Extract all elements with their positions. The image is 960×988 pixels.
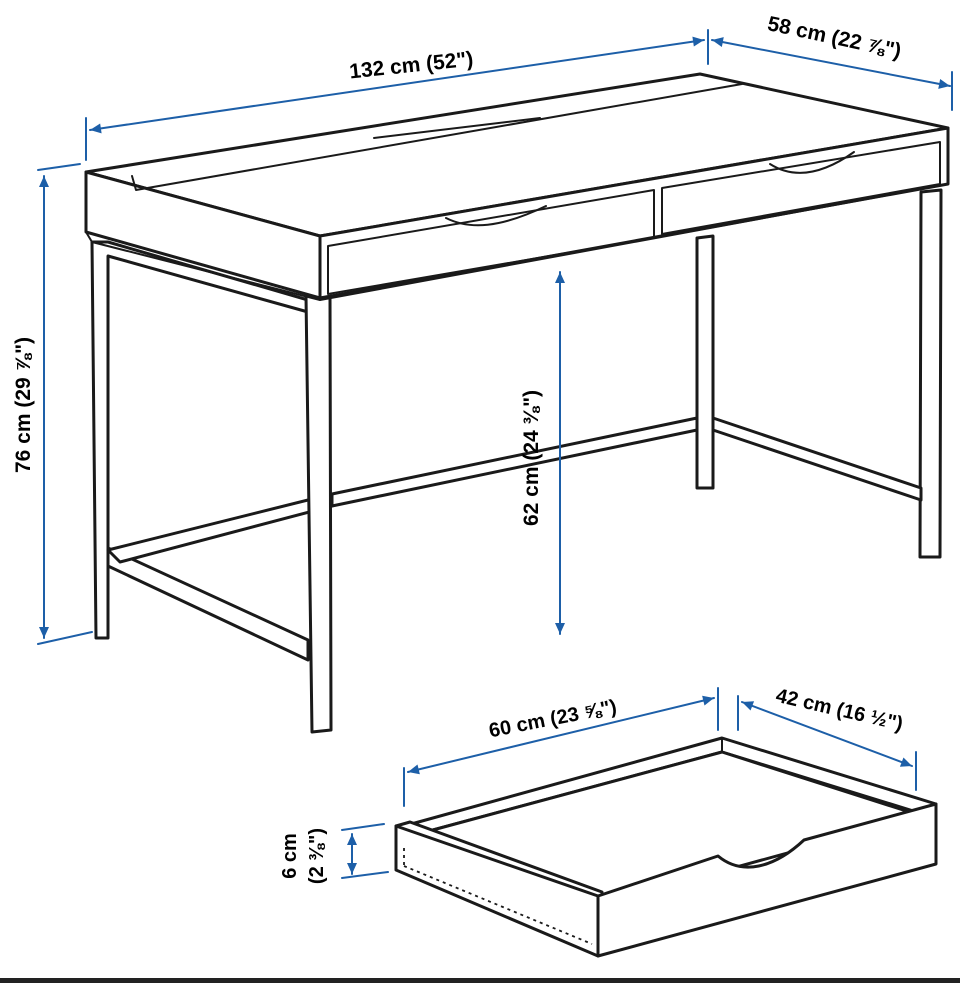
desk-width-dimension-line xyxy=(89,39,705,131)
desk-depth-dimension-arrowtail xyxy=(712,37,724,47)
drawer-depth-dimension-arrowtail xyxy=(742,701,755,711)
desk-width-dimension-arrowhead xyxy=(692,36,704,47)
drawer-width-dimension-arrowhead xyxy=(702,695,714,706)
desk-depth-dimension-line xyxy=(711,39,951,87)
desk-height-extension-bottom xyxy=(37,631,93,645)
drawer-illustration xyxy=(394,736,938,958)
drawer-height-extension-bottom xyxy=(341,871,389,879)
desk-illustration xyxy=(84,72,950,734)
desk-back-stretchers xyxy=(330,416,923,508)
desk-height-dimension-arrowhead xyxy=(39,627,49,638)
desk-drawers xyxy=(327,141,941,295)
desk-back-legs xyxy=(695,188,943,559)
drawer-handle-right xyxy=(769,151,855,174)
dimension-lines xyxy=(37,29,953,879)
desk-depth-label: 58 cm (22 ⅞") xyxy=(765,12,903,63)
desk-width-dimension-arrowtail xyxy=(90,123,102,134)
drawer-width-dimension-line xyxy=(407,697,715,773)
drawer-height-extension-top xyxy=(341,823,385,831)
desk-clearance-dimension-arrowtail xyxy=(555,272,565,283)
desk-top xyxy=(84,72,950,301)
bottom-border xyxy=(0,978,960,983)
desk-height-label: 76 cm (29 ⅞") xyxy=(12,337,35,473)
desk-front-right-leg xyxy=(304,294,333,734)
desk-clearance-label: 62 cm (24 ⅜") xyxy=(520,390,543,526)
drawer-height-dimension-arrowhead xyxy=(347,863,357,874)
drawer-height-value-label: 6 cm xyxy=(279,833,301,879)
desk-height-dimension-arrowtail xyxy=(39,176,49,187)
drawer-width-dimension-arrowtail xyxy=(408,764,420,775)
desk-height-extension-top xyxy=(37,163,81,171)
drawer-height-dimension-arrowtail xyxy=(347,834,357,845)
drawer-depth-dimension-arrowhead xyxy=(899,757,912,767)
desk-depth-dimension-arrowhead xyxy=(938,79,950,89)
desk-left-frame xyxy=(90,240,334,662)
drawer-height-imperial-label: (2 ⅜") xyxy=(306,828,328,884)
drawer-depth-dimension-line xyxy=(741,701,913,767)
drawer-width-label: 60 cm (23 ⅝") xyxy=(487,696,618,742)
drawer-handle-left xyxy=(445,205,547,227)
desk-clearance-dimension-arrowhead xyxy=(555,623,565,634)
drawer-depth-label: 42 cm (16 ½") xyxy=(774,685,905,736)
desk-width-label: 132 cm (52") xyxy=(348,48,474,84)
